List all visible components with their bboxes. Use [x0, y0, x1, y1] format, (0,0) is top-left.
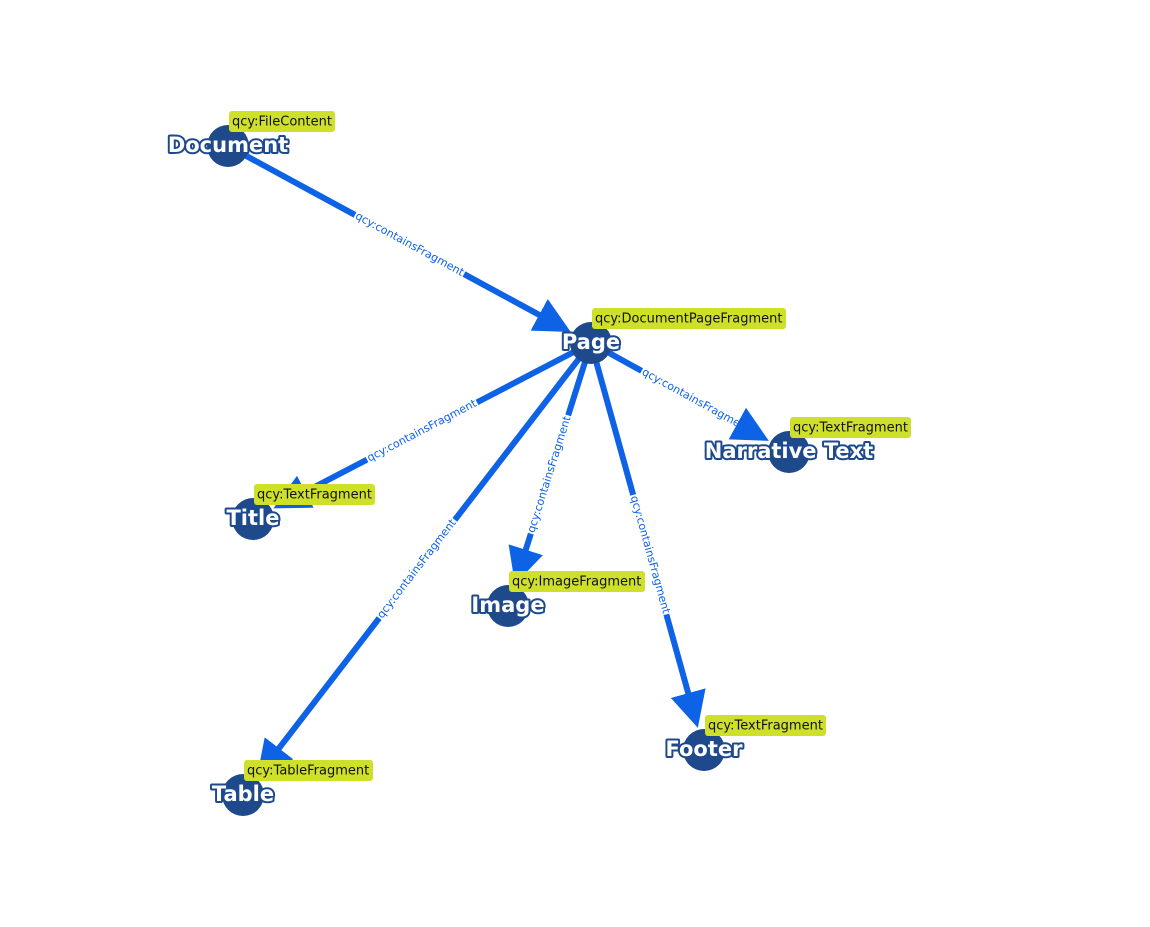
node-label: Table [212, 782, 274, 806]
edge-line-arrow[interactable] [663, 613, 706, 728]
node-circle[interactable] [570, 322, 612, 364]
node-circle[interactable] [683, 729, 725, 771]
edge-line-arrow[interactable] [257, 616, 382, 777]
edge-line[interactable] [475, 349, 576, 406]
node-type-badge-bg [244, 760, 373, 781]
node-type-badge: qcy:FileContent [229, 111, 335, 132]
node-type-label: qcy:TextFragment [257, 488, 372, 503]
node-table[interactable]: Table qcy:TableFragment [210, 760, 373, 816]
node-type-label: qcy:FileContent [232, 115, 332, 130]
edge-page-footer[interactable]: qcy:containsFragment [593, 360, 706, 728]
node-circle[interactable] [232, 498, 274, 540]
node-type-badge-bg [509, 571, 645, 592]
node-footer[interactable]: Footer qcy:TextFragment [664, 715, 827, 771]
node-label: Narrative Text [705, 439, 873, 463]
edge-label: qcy:containsFragment [628, 494, 673, 615]
edge-line[interactable] [452, 356, 582, 522]
node-type-badge: qcy:TableFragment [244, 760, 373, 781]
node-type-label: qcy:TableFragment [247, 764, 369, 779]
node-type-label: qcy:TextFragment [708, 719, 823, 734]
node-type-badge: qcy:TextFragment [705, 715, 826, 736]
node-label: Title [226, 506, 279, 530]
edge-page-table[interactable]: qcy:containsFragment [257, 356, 582, 777]
node-type-label: qcy:DocumentPageFragment [595, 312, 782, 327]
edge-document-page[interactable]: qcy:containsFragment [243, 152, 571, 333]
edge-label: qcy:containsFragment [365, 396, 479, 464]
node-circle[interactable] [207, 125, 249, 167]
node-type-badge: qcy:ImageFragment [509, 571, 645, 592]
node-title[interactable]: Title qcy:TextFragment [224, 484, 375, 540]
node-label: Page [562, 330, 620, 354]
edge-page-title[interactable]: qcy:containsFragment [273, 349, 576, 509]
edge-page-narrative[interactable]: qcy:containsFragment [606, 349, 769, 441]
edge-line[interactable] [243, 152, 357, 218]
edge-label: qcy:containsFragment [640, 365, 753, 435]
node-type-badge-bg [705, 715, 826, 736]
edge-line[interactable] [565, 360, 589, 417]
edge-label: qcy:containsFragment [374, 516, 459, 621]
edge-line-arrow[interactable] [462, 271, 571, 333]
node-circle[interactable] [487, 585, 529, 627]
node-type-label: qcy:ImageFragment [512, 575, 641, 590]
node-type-badge-bg [254, 484, 375, 505]
node-image[interactable]: Image qcy:ImageFragment [469, 571, 645, 627]
node-narrative[interactable]: Narrative Text qcy:TextFragment [703, 417, 911, 473]
node-type-badge-bg [592, 308, 786, 329]
edge-line-arrow[interactable] [728, 407, 769, 441]
node-type-label: qcy:TextFragment [793, 421, 908, 436]
edge-label: qcy:containsFragment [353, 209, 467, 279]
node-label: Footer [666, 737, 744, 761]
node-circle[interactable] [768, 431, 810, 473]
node-circle[interactable] [222, 774, 264, 816]
node-document[interactable]: Document qcy:FileContent [166, 111, 335, 167]
node-type-badge: qcy:TextFragment [254, 484, 375, 505]
node-page[interactable]: Page qcy:DocumentPageFragment [560, 308, 786, 364]
edge-line[interactable] [606, 349, 644, 374]
edges-layer: qcy:containsFragment qcy:containsFragment… [243, 152, 769, 777]
node-label: Image [471, 593, 544, 617]
node-type-badge: qcy:TextFragment [790, 417, 911, 438]
node-type-badge-bg [790, 417, 911, 438]
edge-label: qcy:containsFragment [525, 414, 574, 534]
node-label: Document [168, 133, 288, 157]
node-type-badge-bg [229, 111, 335, 132]
edge-line-arrow[interactable] [508, 532, 543, 585]
edge-line[interactable] [593, 360, 637, 496]
node-type-badge: qcy:DocumentPageFragment [592, 308, 786, 329]
